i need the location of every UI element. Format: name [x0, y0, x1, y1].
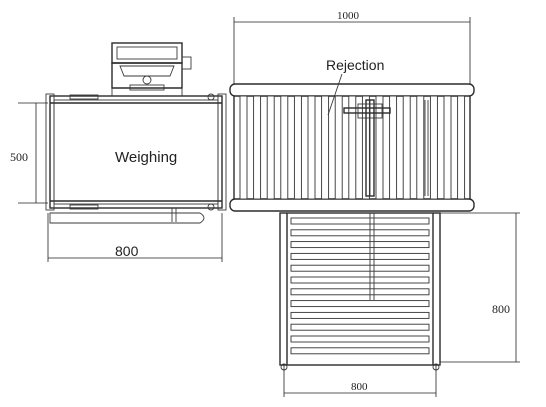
- rejection-roller: [307, 95, 316, 200]
- dimension-weighing-height: 500: [10, 102, 48, 204]
- outfeed-roller: [290, 252, 430, 260]
- outfeed-conveyor: [279, 212, 441, 371]
- rejection-roller: [266, 95, 275, 200]
- scale-indicator: [111, 42, 192, 96]
- outfeed-rollers: [290, 217, 430, 355]
- weighing-conveyor: Weighing: [45, 42, 227, 224]
- weighing-label: Weighing: [115, 149, 177, 166]
- rejection-roller: [321, 95, 330, 200]
- rejection-roller: [375, 95, 384, 200]
- rejection-roller: [429, 95, 438, 200]
- rejection-roller: [293, 95, 302, 200]
- outfeed-roller: [290, 264, 430, 272]
- outfeed-roller: [290, 311, 430, 319]
- rejection-pusher: [343, 99, 429, 197]
- outfeed-roller: [290, 335, 430, 343]
- outfeed-roller: [290, 300, 430, 308]
- rejection-roller: [239, 95, 248, 200]
- weighing-frame: [49, 95, 223, 209]
- rejection-conveyor: Rejection: [229, 57, 475, 212]
- outfeed-roller: [290, 276, 430, 284]
- dimension-weighing-width: 800: [47, 213, 223, 262]
- dim-1000-label: 1000: [337, 10, 360, 22]
- rejection-roller: [416, 95, 425, 200]
- rejection-roller: [443, 95, 452, 200]
- rejection-leader-line: [327, 73, 343, 116]
- rejection-roller: [280, 95, 289, 200]
- rejection-roller: [334, 95, 343, 200]
- dimension-outfeed-height: 800: [440, 212, 520, 363]
- outfeed-roller: [290, 288, 430, 296]
- rejection-rollers: [239, 95, 466, 200]
- rejection-roller: [389, 95, 398, 200]
- outfeed-roller: [290, 323, 430, 331]
- dim-800-weighing-label: 800: [115, 243, 139, 259]
- rejection-roller: [253, 95, 262, 200]
- dim-800-outfeed-height-label: 800: [492, 302, 510, 316]
- dimension-rejection-width: 1000: [233, 10, 471, 84]
- rejection-roller: [402, 95, 411, 200]
- rejection-roller: [348, 95, 357, 200]
- rejection-roller: [457, 95, 466, 200]
- dim-800-outfeed-width-label: 800: [351, 381, 368, 393]
- dimension-outfeed-width: 800: [283, 365, 437, 397]
- rejection-bottom-rail: [229, 198, 475, 212]
- outfeed-roller: [290, 229, 430, 237]
- outfeed-frame: [279, 212, 441, 366]
- rejection-top-rail: [229, 83, 475, 97]
- rejection-label: Rejection: [326, 57, 384, 73]
- outfeed-roller: [290, 241, 430, 249]
- dim-500-label: 500: [10, 150, 28, 164]
- outfeed-roller: [290, 347, 430, 355]
- outfeed-roller: [290, 217, 430, 225]
